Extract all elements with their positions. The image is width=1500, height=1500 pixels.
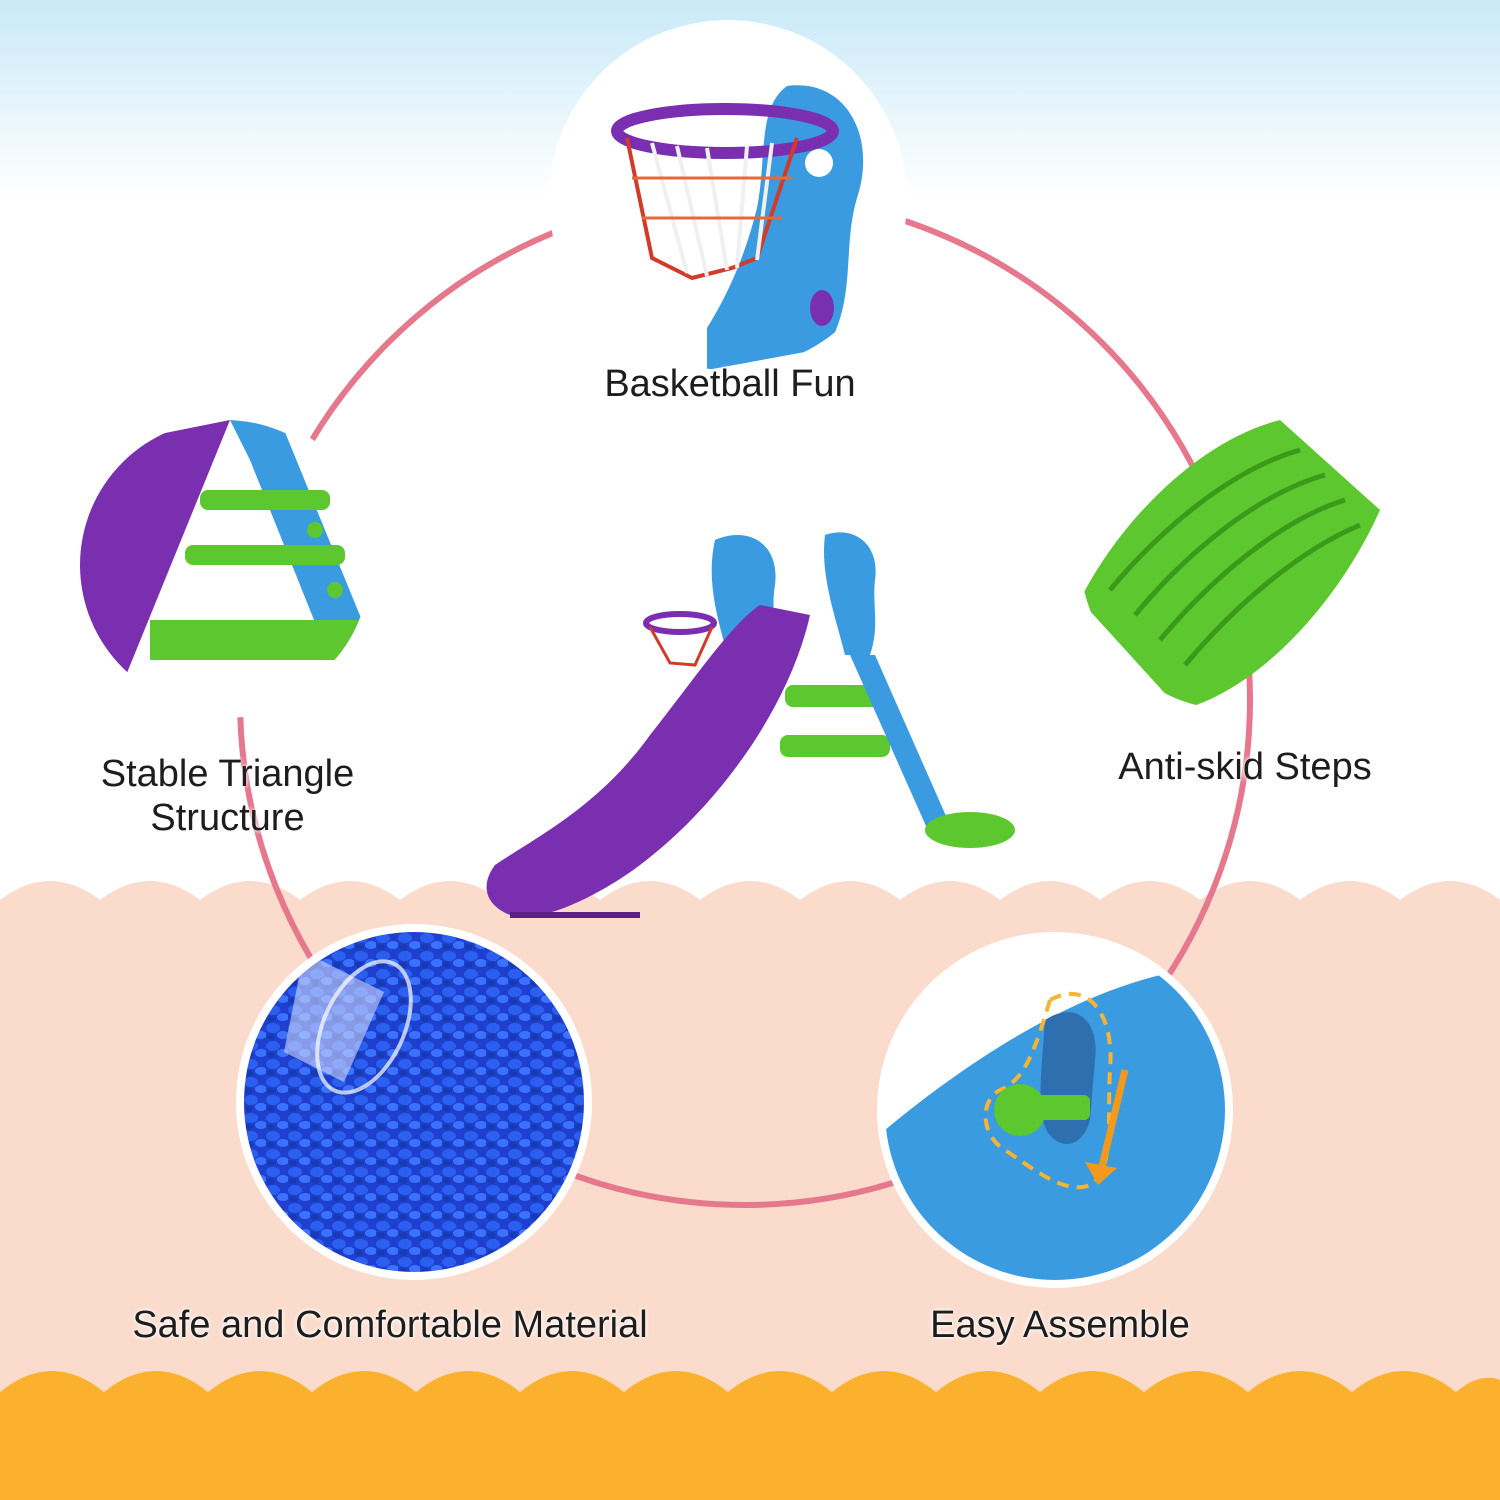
orange-scalloped-band <box>0 1371 1500 1500</box>
feature-label-triangle-line1: Stable Triangle <box>100 753 355 795</box>
feature-label-triangle-line2: Structure <box>150 797 305 839</box>
triangle-frame-icon <box>80 420 370 710</box>
feature-label-basketball: Basketball Fun <box>604 363 856 405</box>
snap-lock-icon <box>885 940 1225 1280</box>
plastic-pellets-icon <box>244 932 584 1272</box>
feature-label-material: Safe and Comfortable Material <box>132 1304 648 1346</box>
textured-step-icon <box>1080 400 1390 710</box>
basketball-hoop-icon <box>557 28 899 370</box>
kids-slide-icon <box>486 532 1015 918</box>
feature-label-steps: Anti-skid Steps <box>1118 746 1372 788</box>
feature-label-assemble: Easy Assemble <box>930 1304 1190 1346</box>
